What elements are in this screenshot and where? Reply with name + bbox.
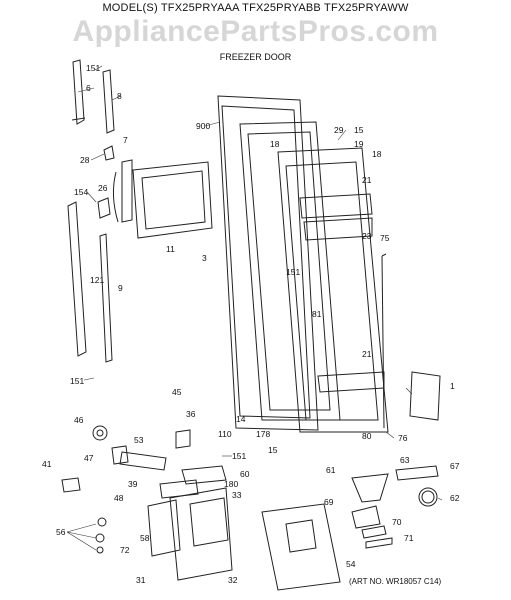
part-69-flap xyxy=(351,505,381,529)
callout-46: 46 xyxy=(74,415,84,425)
callout-18b: 18 xyxy=(372,149,382,159)
callout-32: 32 xyxy=(228,575,238,585)
part-36-switch xyxy=(175,429,191,449)
callout-39: 39 xyxy=(128,479,138,489)
callout-154: 154 xyxy=(74,187,89,197)
callout-110: 110 xyxy=(218,429,232,439)
part-71-lever xyxy=(365,537,393,549)
callout-8: 8 xyxy=(117,91,122,101)
diagram-subtitle: FREEZER DOOR xyxy=(219,52,292,62)
callout-81: 81 xyxy=(312,309,322,319)
diagram-header: MODEL(S) TFX25PRYAAA TFX25PRYABB TFX25PR… xyxy=(0,0,511,49)
callout-67: 67 xyxy=(450,461,460,471)
callout-3: 3 xyxy=(202,253,207,263)
part-67-bracket xyxy=(395,465,439,481)
part-11-panel xyxy=(132,161,213,239)
callout-54: 54 xyxy=(346,559,356,569)
callout-31: 31 xyxy=(136,575,146,585)
callout-23: 23 xyxy=(362,231,372,241)
part-54-cover xyxy=(261,503,341,591)
callout-151c: 151 xyxy=(70,376,85,386)
callout-62: 62 xyxy=(450,493,460,503)
callout-36: 36 xyxy=(186,409,196,419)
door-liner xyxy=(277,147,389,433)
part-1-label-plate xyxy=(409,371,441,421)
callout-14: 14 xyxy=(236,414,246,424)
callout-7: 7 xyxy=(123,135,128,145)
callout-26: 26 xyxy=(98,183,108,193)
part-60-channel xyxy=(181,465,227,485)
callout-900: 900 xyxy=(196,121,211,131)
part-75-rod xyxy=(381,253,387,429)
part-39-housing xyxy=(159,479,199,499)
part-56-fasteners xyxy=(95,517,107,554)
callout-121: 121 xyxy=(90,275,105,285)
part-6-trim-strip xyxy=(71,59,86,125)
callout-53: 53 xyxy=(134,435,144,445)
part-121-long-strip xyxy=(67,201,87,357)
callout-1: 1 xyxy=(450,381,455,391)
callout-76: 76 xyxy=(398,433,408,443)
part-8-trim-strip xyxy=(102,69,115,134)
dispenser-housing xyxy=(147,487,233,581)
callout-45: 45 xyxy=(172,387,182,397)
callout-151: 151 xyxy=(86,63,101,73)
callout-28: 28 xyxy=(80,155,90,165)
callout-41: 41 xyxy=(42,459,52,469)
callout-151d: 151 xyxy=(232,451,247,461)
callout-60: 60 xyxy=(240,469,250,479)
callout-21: 21 xyxy=(362,175,372,185)
callout-15b: 15 xyxy=(268,445,278,455)
callout-63: 63 xyxy=(400,455,410,465)
callout-72: 72 xyxy=(120,545,130,555)
callout-21b: 21 xyxy=(362,349,372,359)
callout-178: 178 xyxy=(256,429,271,439)
part-28-bracket xyxy=(103,145,115,161)
callout-29: 29 xyxy=(334,125,344,135)
part-900-door-shell xyxy=(217,95,319,431)
callout-6: 6 xyxy=(86,83,91,93)
callout-56: 56 xyxy=(56,527,66,537)
callout-151b: 151 xyxy=(286,267,301,277)
callout-180: 180 xyxy=(224,479,239,489)
callout-70: 70 xyxy=(392,517,402,527)
callout-71: 71 xyxy=(404,533,414,543)
part-47-plate xyxy=(111,445,129,465)
model-numbers: MODEL(S) TFX25PRYAAA TFX25PRYABB TFX25PR… xyxy=(102,2,409,14)
callout-47: 47 xyxy=(84,453,94,463)
part-70-flap xyxy=(361,525,387,539)
part-62-ring xyxy=(418,487,438,507)
part-61-funnel xyxy=(351,473,389,503)
callout-58: 58 xyxy=(140,533,150,543)
callout-61: 61 xyxy=(326,465,336,475)
callout-80: 80 xyxy=(362,431,372,441)
callout-11: 11 xyxy=(166,244,175,254)
part-26-bracket xyxy=(97,197,111,219)
callout-18: 18 xyxy=(270,139,280,149)
callout-19: 19 xyxy=(354,139,364,149)
callout-15: 15 xyxy=(354,125,364,135)
part-9-strip xyxy=(99,233,113,363)
art-number: (ART NO. WR18057 C14) xyxy=(349,577,442,586)
callout-33: 33 xyxy=(232,490,242,500)
callout-75: 75 xyxy=(380,233,390,243)
callout-48: 48 xyxy=(114,493,124,503)
watermark: AppliancePartsPros.com xyxy=(72,15,439,48)
part-41-bracket xyxy=(61,477,81,493)
part-46-knob xyxy=(92,425,108,441)
callout-9: 9 xyxy=(118,283,123,293)
part-53-strip xyxy=(119,451,167,471)
callout-69: 69 xyxy=(324,497,334,507)
part-7-handle xyxy=(112,159,133,223)
